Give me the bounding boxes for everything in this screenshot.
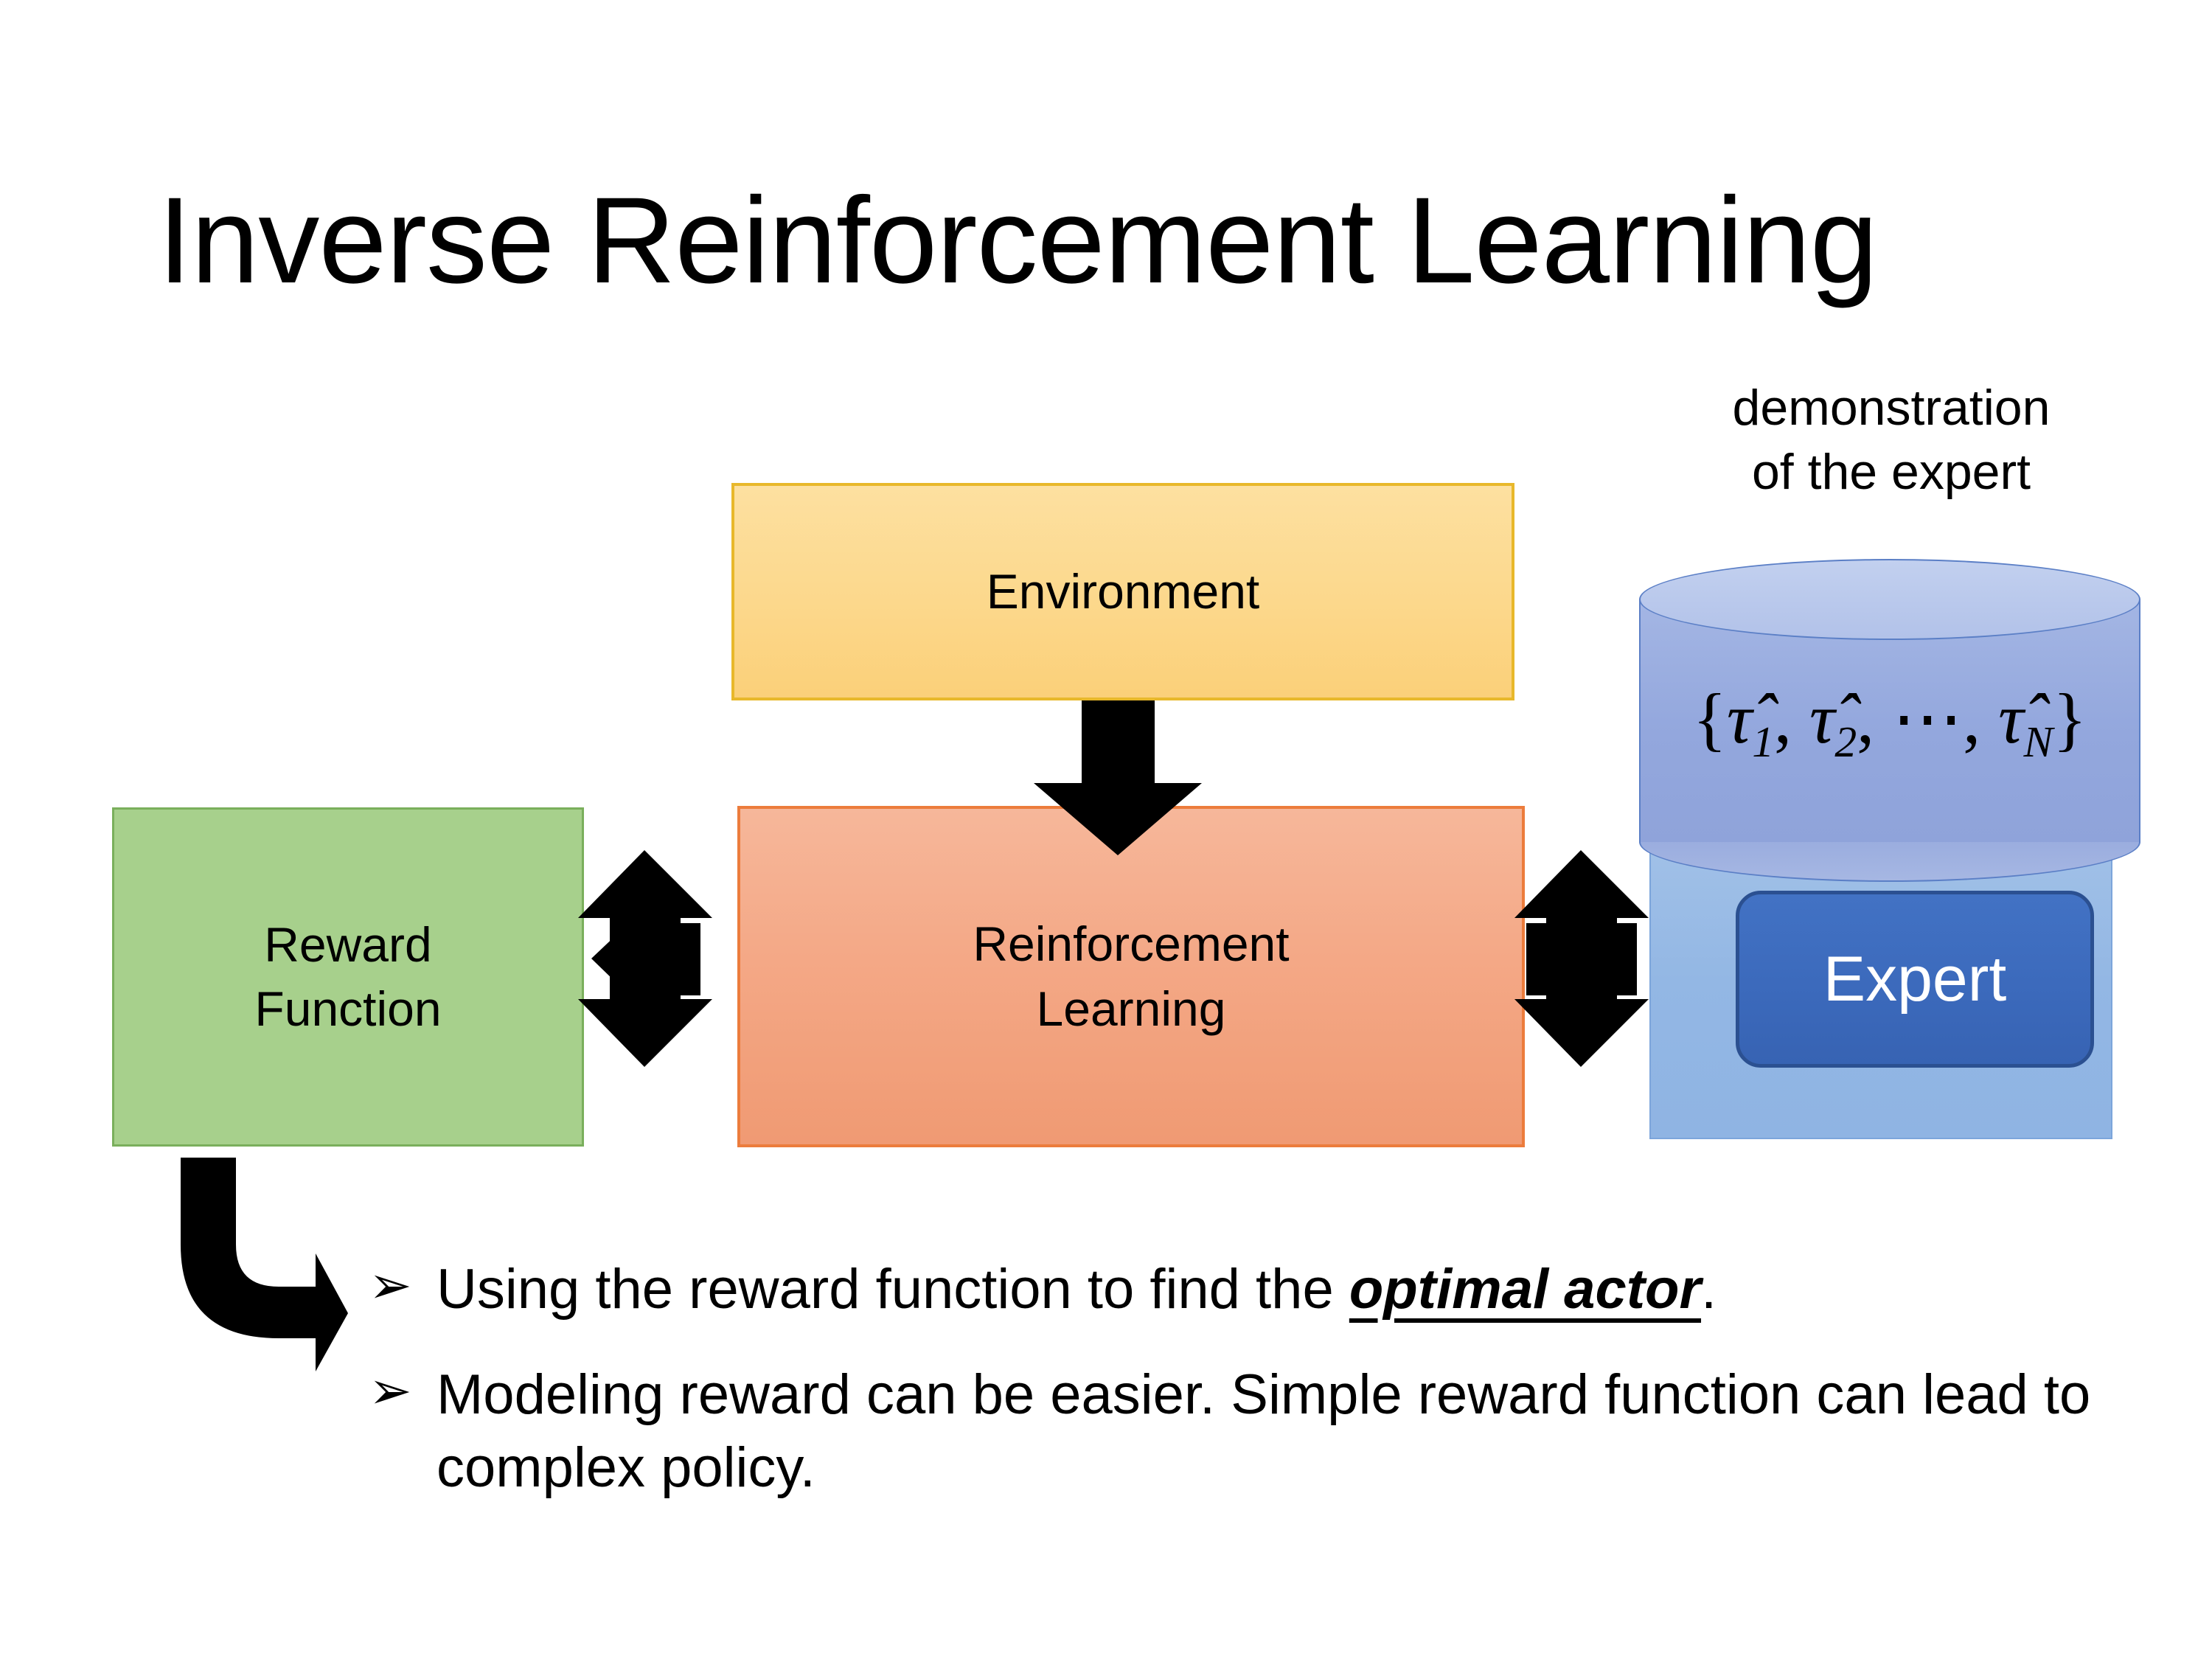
bent-arrow-reward-to-bullets	[181, 1158, 348, 1371]
formula-sub-1: 1	[1752, 717, 1774, 767]
double-arrow-rl-expert	[1514, 850, 1649, 1067]
bullet-arrow-icon: ➢	[369, 1361, 412, 1419]
formula-comma-2: ,	[1857, 679, 1893, 758]
demonstration-cylinder: {τ̂1, τ̂2, ⋯, τ̂N}	[1639, 559, 2140, 882]
bullet-list: ➢ Using the reward function to find the o…	[369, 1253, 2124, 1537]
bullet-emphasis-1: optimal actor	[1349, 1258, 1702, 1321]
demonstration-caption-line1: demonstration	[1732, 380, 2051, 436]
environment-box: Environment	[731, 483, 1514, 700]
reward-function-label-line2: Function	[254, 981, 442, 1036]
bullet-text-2: Modeling reward can be easier. Simple re…	[437, 1363, 2091, 1499]
bullet-text-1b: .	[1701, 1258, 1717, 1321]
formula-tau-1: τ̂	[1726, 679, 1753, 758]
formula-close-brace: }	[2053, 679, 2087, 758]
formula-tau-2: τ̂	[1809, 679, 1835, 758]
formula-comma-1: ,	[1773, 679, 1809, 758]
formula-ellipsis: ⋯	[1892, 679, 1964, 758]
bullet-text-1a: Using the reward function to find the	[437, 1258, 1349, 1321]
formula-sub-2: 2	[1834, 717, 1857, 767]
reinforcement-learning-box: Reinforcement Learning	[737, 806, 1525, 1147]
formula-sub-n: N	[2023, 717, 2053, 767]
reward-function-label: Reward Function	[254, 913, 441, 1041]
formula-comma-3: ,	[1963, 679, 1999, 758]
demonstration-caption: demonstration of the expert	[1637, 376, 2146, 504]
list-item: ➢ Using the reward function to find the o…	[369, 1253, 2124, 1326]
expert-label: Expert	[1823, 944, 2007, 1015]
cylinder-top-ellipse	[1639, 559, 2140, 640]
formula-open-brace: {	[1692, 679, 1727, 758]
reward-function-box: Reward Function	[112, 807, 584, 1147]
reinforcement-learning-label-line1: Reinforcement	[973, 917, 1290, 972]
double-arrow-reward-rl	[578, 850, 712, 1067]
demonstration-caption-line2: of the expert	[1751, 444, 2031, 501]
environment-label: Environment	[986, 563, 1260, 619]
page-title: Inverse Reinforcement Learning	[157, 173, 1878, 309]
formula-tau-n: τ̂	[1998, 679, 2024, 758]
reward-function-label-line1: Reward	[264, 917, 432, 972]
expert-box: Expert	[1736, 891, 2094, 1068]
list-item: ➢ Modeling reward can be easier. Simple r…	[369, 1359, 2124, 1505]
reinforcement-learning-label-line2: Learning	[1036, 981, 1226, 1036]
bullet-arrow-icon: ➢	[369, 1256, 412, 1314]
reinforcement-learning-label: Reinforcement Learning	[973, 912, 1289, 1040]
trajectory-set-formula: {τ̂1, τ̂2, ⋯, τ̂N}	[1639, 677, 2140, 768]
